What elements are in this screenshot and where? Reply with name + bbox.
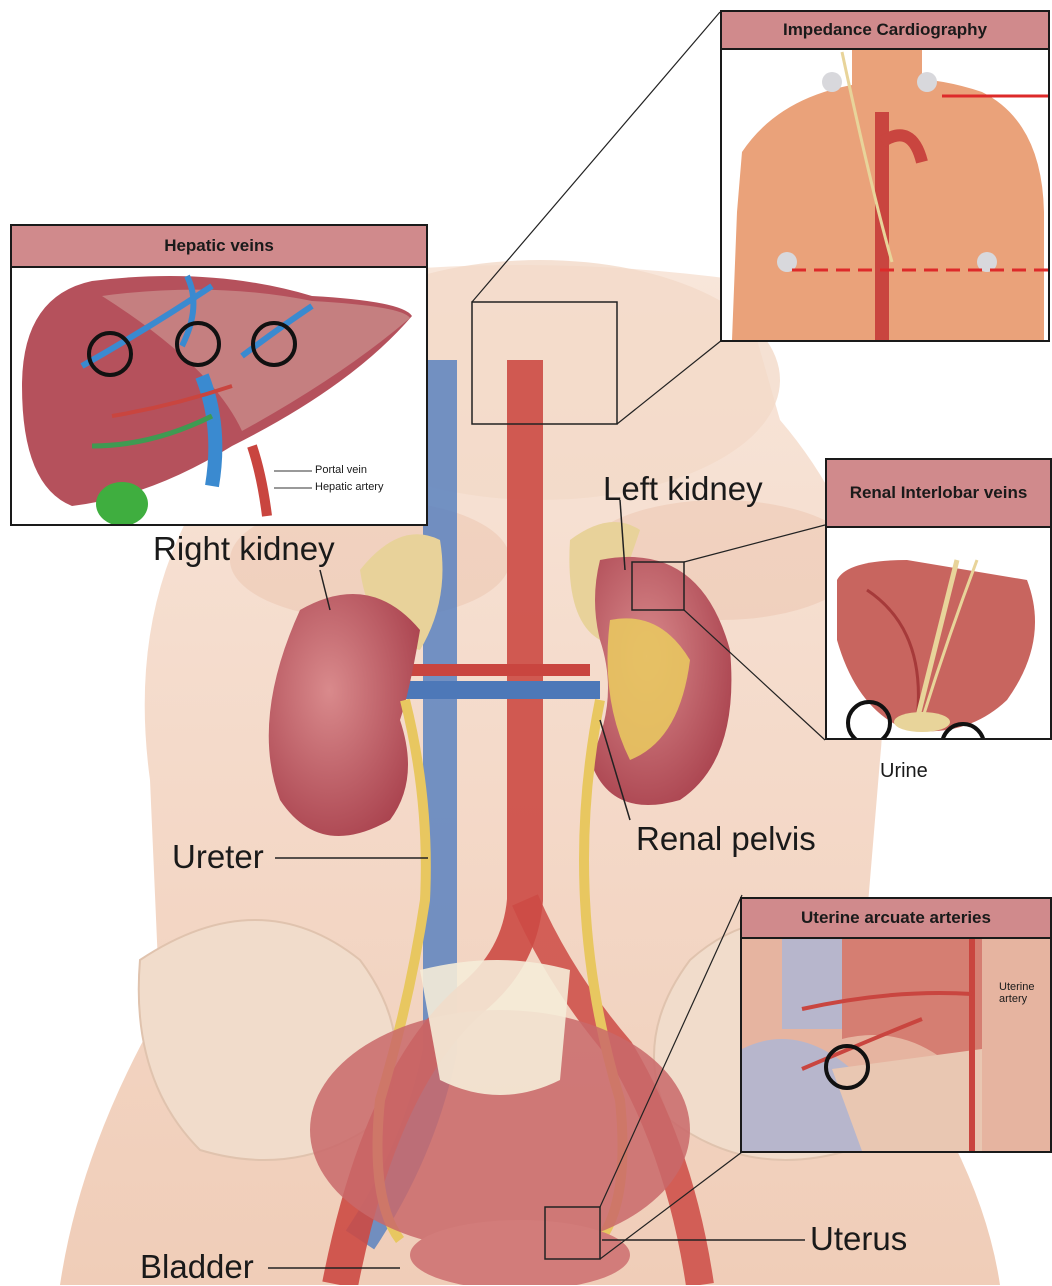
impedance-inset: [720, 10, 1050, 342]
highlight-circle: [848, 702, 890, 738]
uterine-title: Uterine arcuate arteries: [740, 897, 1052, 939]
uterus-label: Uterus: [810, 1220, 907, 1258]
hepatic-artery-label: Hepatic artery: [315, 481, 383, 493]
impedance-title: Impedance Cardiography: [720, 10, 1050, 50]
bladder-label: Bladder: [140, 1248, 254, 1286]
chest-illustration: [722, 12, 1048, 340]
left-kidney-label: Left kidney: [603, 470, 763, 508]
ureter-label: Ureter: [172, 838, 264, 876]
renal-title: Renal Interlobar veins: [825, 458, 1052, 528]
hepatic-inset: Portal vein Hepatic artery: [10, 224, 428, 526]
right-kidney-shape: [269, 594, 420, 836]
renal-pelvis-label: Renal pelvis: [636, 820, 816, 858]
right-kidney-label: Right kidney: [153, 530, 335, 568]
urine-label: Urine: [880, 760, 928, 783]
portal-vein-label: Portal vein: [315, 464, 367, 476]
liver-illustration: [12, 226, 426, 524]
uterine-artery-label: Uterine artery: [999, 981, 1049, 1005]
hepatic-title: Hepatic veins: [10, 224, 428, 268]
